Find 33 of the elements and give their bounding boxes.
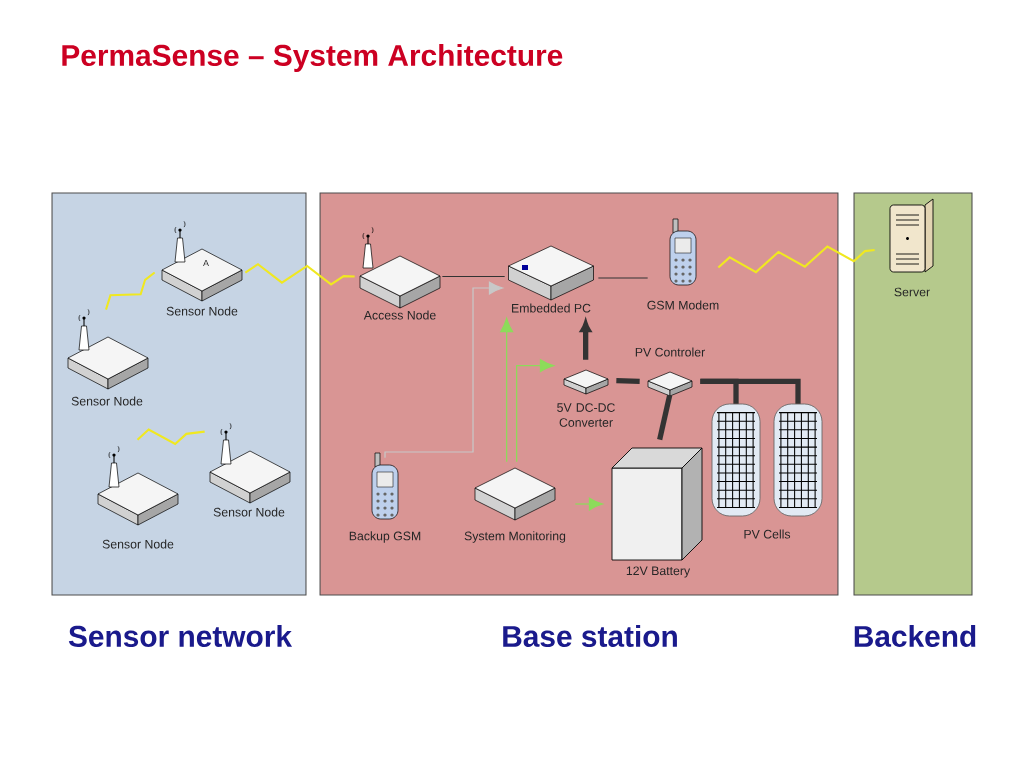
device-label: System Monitoring: [464, 531, 566, 543]
title: PermaSense – System Architecture: [62, 44, 563, 72]
device-label: Sensor Node: [166, 306, 238, 316]
panel-heading: Sensor network: [68, 625, 293, 647]
solar-panel-drawing: [773, 403, 823, 517]
connector-line: [657, 394, 673, 441]
device-label: Sensor Node: [213, 507, 285, 517]
connector-line: [700, 378, 801, 404]
device-label: Sensor Node: [102, 539, 174, 549]
wireless-link: [717, 245, 875, 274]
device-label: Backup GSM: [349, 531, 421, 543]
device-label: GSM Modem: [647, 300, 719, 310]
panel-heading: Base station: [503, 625, 677, 647]
wireless-link: [244, 262, 355, 286]
device-label: Access Node: [363, 310, 436, 320]
connector-line: [597, 277, 649, 279]
device-label: 12V Battery: [626, 566, 691, 578]
connector-line: [441, 275, 506, 278]
device-label: 5V DC-DC Converter: [557, 403, 615, 427]
caption-label: PV Cells: [744, 529, 791, 539]
arrow: [574, 497, 604, 511]
arrow: [500, 317, 514, 463]
wireless-link: [105, 271, 156, 310]
device-label: Sensor Node: [71, 396, 143, 406]
wireless-link: [136, 428, 205, 446]
arrow: [384, 281, 504, 459]
device-label: Embedded PC: [512, 303, 591, 313]
connector-line: [616, 378, 640, 384]
device-label: PV Controler: [635, 347, 705, 357]
panel-heading: Backend: [854, 625, 976, 647]
arrow: [516, 359, 555, 463]
device-label: Server: [894, 287, 930, 297]
solar-panel-drawing: [711, 403, 761, 517]
